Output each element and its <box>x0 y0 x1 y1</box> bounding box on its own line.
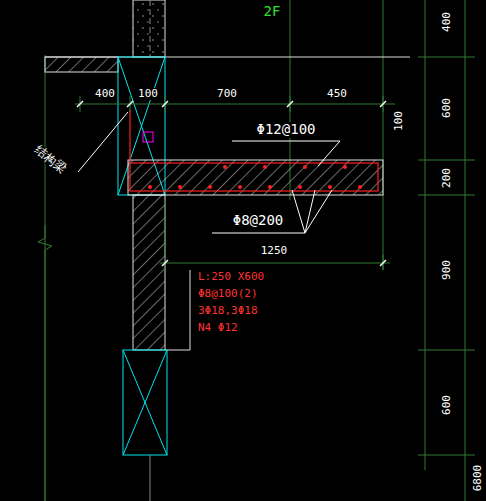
rebar-note: Φ12@100 <box>255 122 316 137</box>
rebar-dots <box>148 165 362 189</box>
beam-note: Φ8@100(2) <box>197 288 259 300</box>
marker <box>143 132 153 142</box>
dimension-text: 结构梁 <box>31 143 69 177</box>
beam-note: L:250 X600 <box>197 271 265 283</box>
dimension-text: 1250 <box>260 245 289 257</box>
dimension-text: 100 <box>393 110 405 132</box>
lower-beam <box>123 350 167 455</box>
beam-note: 3Φ18,3Φ18 <box>197 305 259 317</box>
rebar-note: Φ8@200 <box>232 213 285 228</box>
dimension-text: 100 <box>137 88 159 100</box>
dimension-text: 900 <box>441 259 453 281</box>
dimension-text: 600 <box>441 97 453 119</box>
lower-wall <box>133 195 165 350</box>
dimension-lines <box>75 0 475 470</box>
dimension-text: 400 <box>94 88 116 100</box>
leader-lines <box>78 112 340 233</box>
beam-note: N4 Φ12 <box>197 322 239 334</box>
floor-slab <box>45 57 118 72</box>
dimension-text: 200 <box>441 167 453 189</box>
rebar <box>130 110 378 191</box>
rebar-note: 2F <box>263 4 282 19</box>
dimension-text: 400 <box>441 11 453 33</box>
dimension-text: 450 <box>326 88 348 100</box>
dimension-text: 700 <box>216 88 238 100</box>
upper-wall <box>133 0 165 57</box>
dimension-text: 6800 <box>472 464 484 493</box>
dimension-text: 600 <box>441 394 453 416</box>
cantilever-slab <box>128 160 383 195</box>
